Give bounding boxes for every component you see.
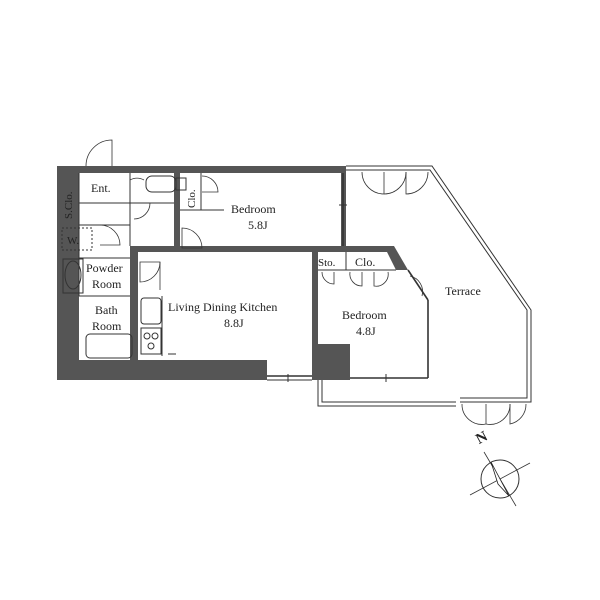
ldk-name: Living Dining Kitchen — [168, 300, 277, 314]
washer-label: W. — [67, 235, 79, 247]
bathtub-icon — [85, 333, 133, 359]
closet-2-label: Clo. — [355, 255, 375, 269]
bedroom-1-size: 5.8J — [248, 218, 268, 232]
bedroom-2-name: Bedroom — [342, 308, 387, 322]
kitchen-sink-icon — [140, 297, 162, 325]
toilet-icon — [145, 175, 177, 193]
powder-room-line2: Room — [92, 277, 122, 291]
shoe-closet-label: S.Clo. — [63, 191, 75, 219]
storage-label: Sto. — [318, 257, 336, 269]
bedroom-2-size: 4.8J — [356, 324, 376, 338]
bath-room-line1: Bath — [95, 303, 118, 317]
terrace-outline — [317, 165, 532, 407]
north-label: N — [473, 428, 490, 447]
compass-icon: N — [469, 428, 531, 507]
washer-icon — [61, 227, 93, 251]
stove-icon — [140, 327, 162, 355]
ldk-size: 8.8J — [224, 316, 244, 330]
closet-1-label: Clo. — [186, 189, 198, 208]
bedroom-1-name: Bedroom — [231, 202, 276, 216]
powder-room-line1: Powder — [86, 261, 123, 275]
entrance-label: Ent. — [91, 181, 111, 195]
fixtures — [61, 175, 187, 359]
room-labels: Ent. S.Clo. W. Clo. Bedroom 5.8J Powder … — [63, 181, 481, 338]
doors — [85, 139, 527, 425]
basin-icon — [64, 260, 82, 290]
terrace-label: Terrace — [445, 284, 481, 298]
bath-room-line2: Room — [92, 319, 122, 333]
